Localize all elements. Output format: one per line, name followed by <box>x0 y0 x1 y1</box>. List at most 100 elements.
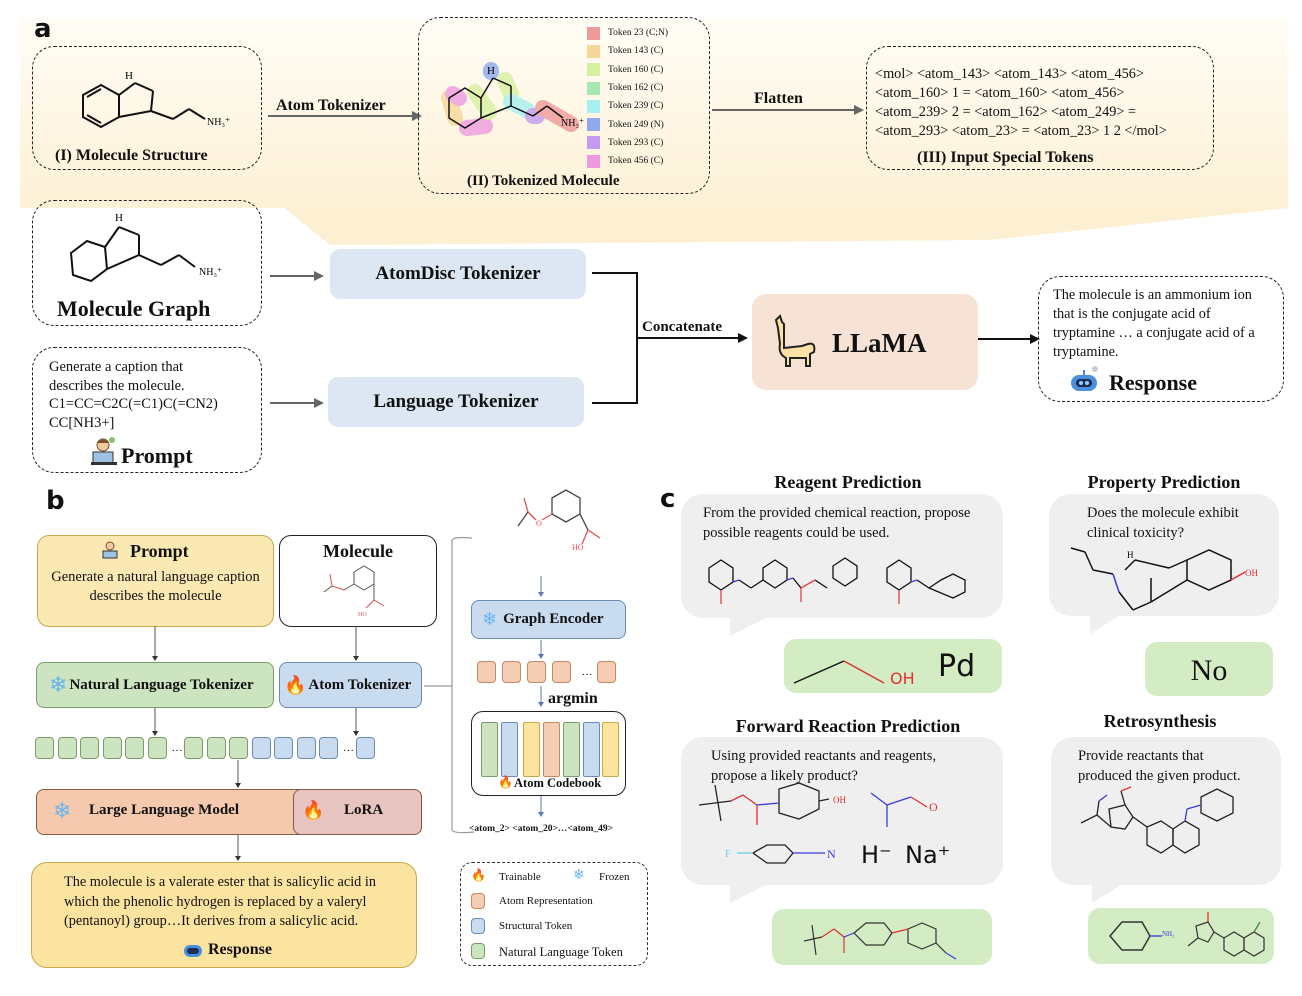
snowflake-icon: ❄ <box>482 609 498 629</box>
forward-answer-bubble <box>772 909 992 965</box>
question-line: From the provided chemical reaction, pro… <box>703 505 971 521</box>
nl-token <box>229 737 248 759</box>
o-label: O <box>536 519 542 528</box>
reagent-reactant-structures <box>708 557 966 604</box>
forward-bubble-tail <box>730 883 770 903</box>
ethanol-structure <box>793 660 885 684</box>
nl-token <box>184 737 203 759</box>
molecule-structure-box: H NH₃⁺ (I) Molecule Structure <box>32 46 262 170</box>
prompt-label: Prompt <box>121 443 193 468</box>
response-line: tryptamine … a conjugate acid of a <box>1053 325 1255 341</box>
legend-structural-token: Structural Token <box>499 920 573 932</box>
graph-encoder-label: Graph Encoder <box>503 611 604 627</box>
detail-bracket <box>424 536 475 834</box>
reagent-answer-oh: OH <box>890 669 915 688</box>
question-line: Does the molecule exhibit <box>1087 505 1239 521</box>
lora-label: LoRA <box>344 802 384 818</box>
nl-token-swatch <box>471 943 485 959</box>
flatten-arrow-label: Flatten <box>754 90 803 107</box>
concatenate-bracket <box>592 272 748 404</box>
property-prediction-title: Property Prediction <box>1087 472 1241 492</box>
question-line: propose a likely product? <box>711 768 858 784</box>
nl-token <box>80 737 99 759</box>
prompt-line: Generate a natural language caption <box>51 569 260 585</box>
legend-trainable: Trainable <box>499 871 541 883</box>
ho-label: HO <box>358 612 367 618</box>
token-swatch <box>587 118 600 132</box>
codebook-entry <box>583 722 600 777</box>
token-swatch <box>587 81 600 95</box>
response-text-a: The molecule is an ammonium ion that is … <box>1053 286 1255 362</box>
atomdisc-tokenizer-box: AtomDisc Tokenizer <box>330 249 586 299</box>
atom-codebook-label: Atom Codebook <box>514 776 602 790</box>
aniline-structure <box>1109 921 1162 951</box>
response-line: that is the conjugate acid of <box>1053 306 1211 322</box>
token-swatch <box>587 26 600 40</box>
tok-nh-label: H <box>487 65 495 77</box>
legend-natural-language-token: Natural Language Token <box>499 945 623 959</box>
llama-box: LLaMA <box>752 294 978 390</box>
robot-icon <box>184 945 202 957</box>
forward-reactant-structures: OH O F N <box>698 782 938 864</box>
response-label-a: Response <box>1109 370 1198 395</box>
token-legend: Token 23 (C;N) Token 143 (C) Token 160 (… <box>587 24 707 170</box>
forward-n-label: N <box>827 847 836 861</box>
property-oh-label: OH <box>1245 568 1258 578</box>
token-legend-item: Token 239 (C) <box>587 97 707 115</box>
atom-representation <box>597 661 616 683</box>
property-h-label: H <box>1127 550 1134 560</box>
token-legend-label: Token 456 (C) <box>608 156 664 167</box>
nl-token <box>102 737 122 759</box>
molecule-structure-label: (I) Molecule Structure <box>55 147 208 164</box>
response-line: (pentanoyl) group…It derives from a sali… <box>64 913 359 929</box>
concatenate-label: Concatenate <box>642 319 722 335</box>
token-swatch <box>587 63 600 77</box>
special-tokens-line: <atom_239> 2 = <atom_162> <atom_249> = <box>875 104 1137 120</box>
atom-repr-swatch <box>471 893 485 909</box>
forward-o-label: O <box>929 800 938 814</box>
atom-tokenizer-box-b: 🔥 Atom Tokenizer <box>279 662 422 708</box>
token-swatch <box>587 154 600 168</box>
llama-to-response-arrow <box>978 334 1040 344</box>
token-legend-label: Token 160 (C) <box>608 64 664 75</box>
forward-reaction-title: Forward Reaction Prediction <box>735 716 961 736</box>
input-special-tokens-box: <mol> <atom_143> <atom_143> <atom_456> <… <box>866 46 1214 170</box>
response-box-a: The molecule is an ammonium ion that is … <box>1038 276 1284 402</box>
forward-oh-label: OH <box>833 795 846 805</box>
molecule-graph-label: Molecule Graph <box>57 296 211 321</box>
codebook-entry <box>543 722 560 777</box>
token-legend-item: Token 143 (C) <box>587 42 707 60</box>
molecule-graph-box: H NH₃⁺ Molecule Graph <box>32 200 262 326</box>
language-tokenizer-box: Language Tokenizer <box>328 377 584 427</box>
graph-encoder-box: ❄ Graph Encoder <box>471 600 626 639</box>
ellipsis: … <box>343 742 354 754</box>
user-laptop-icon <box>91 437 117 465</box>
ellipsis: … <box>171 742 183 754</box>
tokenized-molecule-label: (II) Tokenized Molecule <box>467 173 620 189</box>
nl-tokenizer-box: ❄ Natural Language Tokenizer <box>36 662 274 708</box>
nh-label: H <box>125 70 133 82</box>
user-laptop-icon <box>102 541 118 559</box>
token-swatch <box>587 99 600 113</box>
token-legend-label: Token 293 (C) <box>608 137 664 148</box>
forward-product-structure <box>803 922 957 960</box>
nl-token <box>206 737 226 759</box>
molecule-graph-structure: H NH₃⁺ <box>69 212 222 283</box>
token-swatch <box>587 136 600 150</box>
question-line: clinical toxicity? <box>1087 525 1185 541</box>
special-tokens-line: <mol> <atom_143> <atom_143> <atom_456> <box>875 66 1145 82</box>
prompt-line: C1=CC=C2C(=C1)C(=CN2) <box>49 396 218 412</box>
token-legend-item: Token 162 (C) <box>587 79 707 97</box>
legend-atom-representation: Atom Representation <box>499 895 593 907</box>
panel-a-background <box>20 18 1288 208</box>
nl-token <box>125 737 144 759</box>
nl-token <box>35 737 54 759</box>
atom-representation <box>527 661 546 683</box>
token-sequence: …… <box>35 737 435 759</box>
lora-box: 🔥 LoRA <box>293 789 422 835</box>
question-line: Using provided reactants and reagents, <box>711 748 937 764</box>
retro-question-bubble: Provide reactants that produced the give… <box>1051 737 1281 885</box>
retro-bubble-tail <box>1092 883 1124 903</box>
panel-label-b: b <box>46 486 65 516</box>
snowflake-icon: ❄ <box>49 672 68 697</box>
